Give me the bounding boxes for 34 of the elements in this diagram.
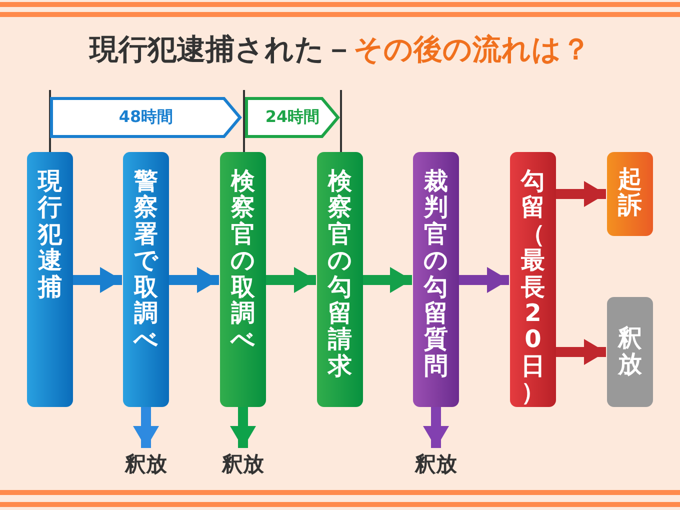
duration-band (50, 97, 242, 138)
arrow (556, 181, 606, 207)
arrow (556, 339, 606, 365)
arrow (363, 267, 412, 293)
process-box (317, 152, 363, 407)
step-label: 現行犯逮捕 (36, 168, 64, 303)
step-label: 釈放 (616, 325, 643, 380)
outcome-text: 釈放 (118, 450, 174, 478)
duration-band (245, 97, 340, 138)
arrow (266, 267, 316, 293)
process-box (413, 152, 459, 407)
process-box (220, 152, 266, 407)
step-label: 起訴 (616, 166, 643, 222)
arrow (230, 407, 256, 448)
title: 現行犯逮捕された－その後の流れは？ (88, 31, 592, 68)
arrow (133, 407, 159, 448)
step-label: 裁判官の勾留質問 (422, 168, 450, 382)
process-box (27, 152, 73, 407)
step-label: 検察官の勾留請求 (326, 168, 354, 382)
arrow (459, 267, 509, 293)
duration-label: 48時間 (118, 107, 174, 128)
outcome-text: 釈放 (215, 450, 271, 478)
process-box (510, 152, 556, 407)
step-label: 検察官の取調べ (230, 168, 256, 356)
process-box (607, 152, 653, 236)
outcome-text: 釈放 (408, 450, 464, 478)
step-label: 勾留（最長20日） (520, 168, 546, 407)
duration-label: 24時間 (265, 107, 320, 128)
process-box (607, 297, 653, 407)
arrow (73, 267, 122, 293)
arrow (423, 407, 449, 448)
step-label: 警察署で取調べ (132, 168, 160, 356)
arrow (169, 267, 219, 293)
process-box (123, 152, 169, 407)
